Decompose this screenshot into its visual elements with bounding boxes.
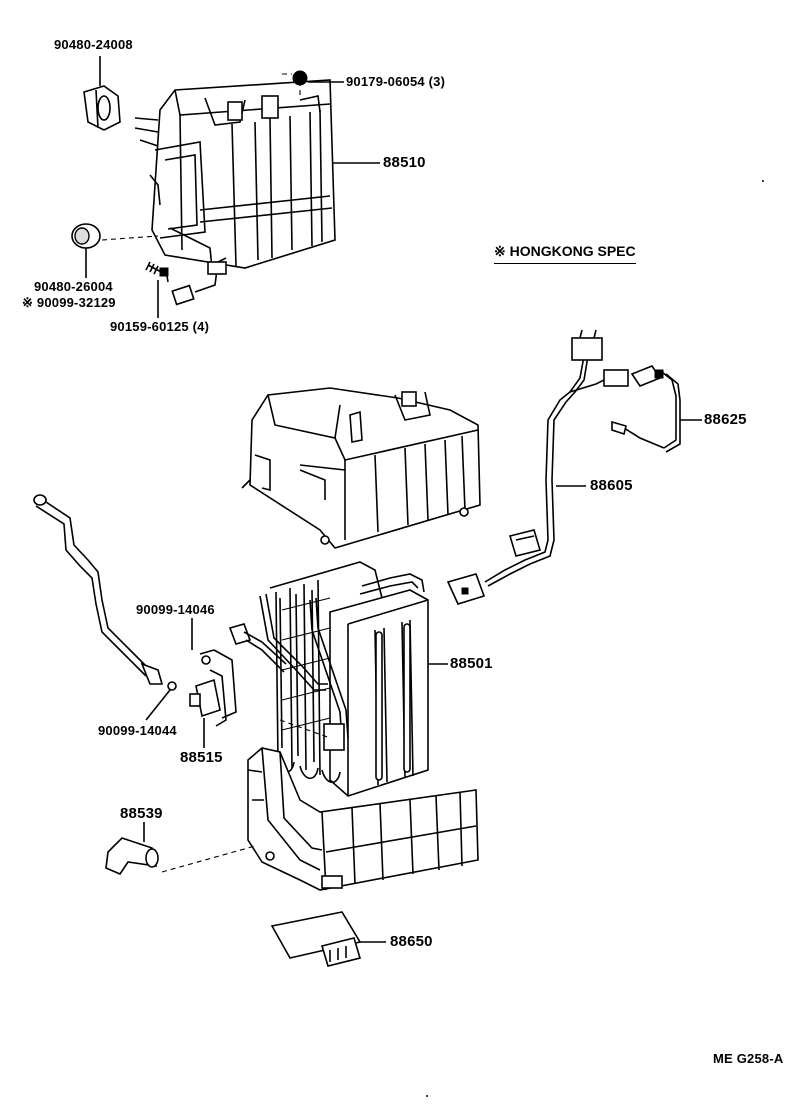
label-90099-32129: ※ 90099-32129: [22, 295, 116, 310]
label-88539: 88539: [120, 805, 163, 822]
thermistor-88625: [611, 365, 681, 453]
label-88605: 88605: [590, 477, 633, 494]
expansion-valve-88515: [189, 649, 237, 727]
label-88515: 88515: [180, 749, 223, 766]
label-90480-24008: 90480-24008: [54, 37, 133, 52]
label-90480-26004: 90480-26004: [34, 279, 113, 294]
clip-90480-24008-icon: [83, 85, 121, 131]
hongkong-spec-note: ※ HONGKONG SPEC: [494, 243, 636, 264]
label-88650: 88650: [390, 933, 433, 950]
refrigerant-pipe: [33, 494, 177, 691]
air-filter-88650: [270, 911, 362, 967]
label-88510: 88510: [383, 154, 426, 171]
grommet-90480-26004-icon: [71, 223, 159, 249]
wire-harness-88605: [446, 329, 629, 605]
nut-90179-06054-icon: [282, 70, 308, 96]
figure-code: ME G258-A: [713, 1051, 784, 1066]
upper-unit-case: [134, 79, 336, 306]
drain-hose-88539: [105, 837, 256, 875]
label-90179-06054: 90179-06054 (3): [346, 74, 446, 89]
label-90099-14044: 90099-14044: [98, 723, 177, 738]
screw-90159-60125-icon: [145, 261, 169, 283]
label-90099-14046: 90099-14046: [136, 602, 215, 617]
middle-case: [241, 387, 481, 549]
evaporator-88501: [228, 561, 429, 797]
lower-case: [247, 747, 479, 891]
label-88501: 88501: [450, 655, 493, 672]
label-88625: 88625: [704, 411, 747, 428]
leader-lines: [85, 56, 702, 943]
label-90159-60125: 90159-60125 (4): [110, 319, 210, 334]
